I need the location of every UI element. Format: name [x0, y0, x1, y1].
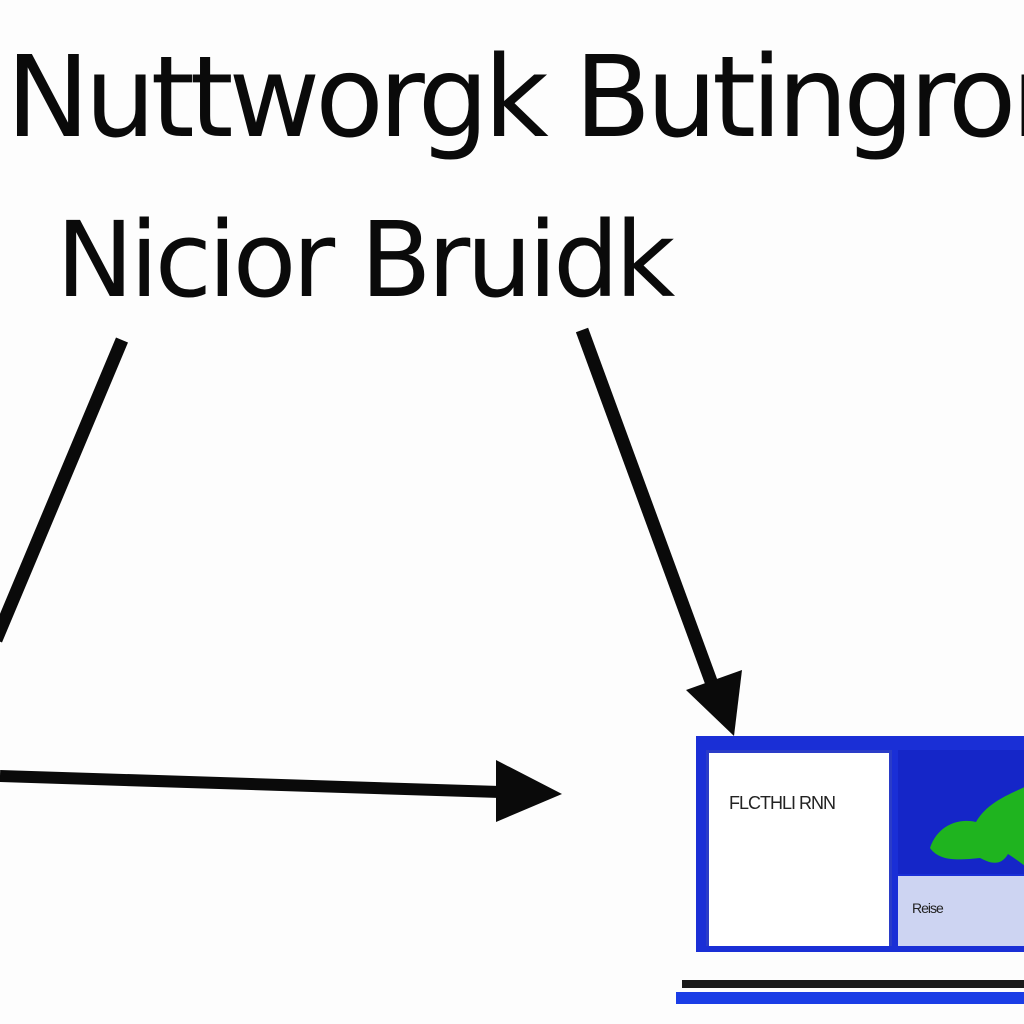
laptop-base-bottom: [676, 992, 1024, 1004]
screen-info-panel: Reise: [898, 876, 1024, 946]
arrow-horizontal-head: [496, 760, 562, 822]
arrow-horizontal-shaft: [0, 770, 501, 798]
screen-left-label: FLCTHLI RNN: [729, 793, 836, 813]
laptop-base-top: [682, 980, 1024, 988]
screen-right-label: Reise: [912, 900, 944, 916]
laptop: FLCTHLI RNN Reise: [676, 732, 1024, 1024]
arrow-right-diagonal-head: [686, 670, 742, 736]
screen-left-panel: FLCTHLI RNN: [706, 750, 892, 946]
diagram-title: Nuttworgk Butingront: [6, 33, 1024, 163]
arrow-right-diagonal-shaft: [575, 327, 719, 687]
screen-map-panel: [898, 750, 1024, 874]
arrow-left-diagonal: [0, 337, 128, 643]
green-blob-icon: [930, 787, 1024, 866]
laptop-screen: FLCTHLI RNN Reise: [696, 736, 1024, 952]
diagram-subtitle: Nicior Bruidk: [56, 199, 675, 321]
